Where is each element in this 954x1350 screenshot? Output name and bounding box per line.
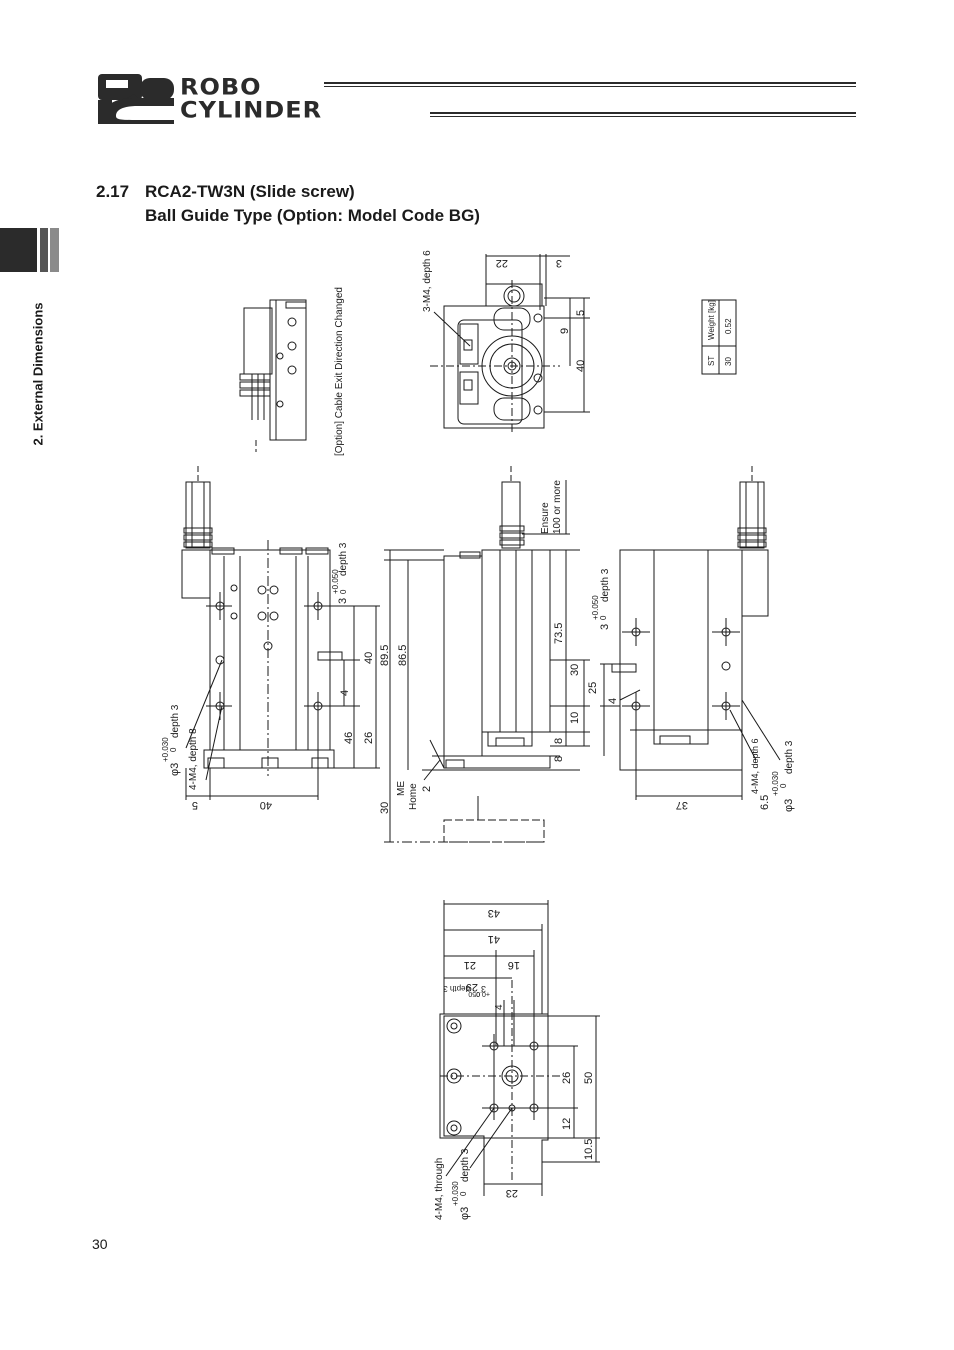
side-view: Ensure 100 or more 73.5 30 10 8 8 ME Hom… — [379, 466, 590, 843]
weight-table: ST Weight [kg] 30 0.52 — [701, 299, 737, 375]
weight-table-cell-st: 30 — [724, 357, 733, 366]
bottom-dim-4: 4 — [494, 1004, 505, 1010]
bottom-view: 43 41 21 16 29 3 +0.050 0 depth 3 4 26 5… — [434, 900, 600, 1220]
bottom-dim-12: 12 — [561, 1118, 573, 1130]
rear-dim-25: 25 — [587, 682, 599, 694]
rear-lower-pin-depth: depth 3 — [784, 740, 795, 774]
front-pin-depth: depth 3 — [338, 542, 349, 576]
bottom-dim-16: 16 — [508, 959, 520, 971]
rear-pin-hole: 3 — [599, 624, 611, 630]
side-dim-30-stroke: 30 — [379, 802, 391, 814]
end-dim-5: 5 — [575, 310, 587, 316]
front-lower-tol-lower: 0 — [169, 747, 178, 752]
header-rule-top — [324, 82, 856, 84]
rear-lower-tol-upper: +0.030 — [771, 771, 780, 796]
rear-tapped-holes: 4-M4, depth 6 — [750, 738, 760, 794]
header-rule-bottom — [430, 112, 856, 114]
side-home: Home — [408, 783, 419, 810]
option-cable-exit-view: [Option] Cable Exit Direction Changed — [239, 287, 345, 456]
rear-dim-6-5: 6.5 — [759, 795, 771, 810]
front-dim-4: 4 — [339, 690, 351, 696]
front-lower-pin-hole: φ3 — [169, 763, 181, 776]
front-dim-46: 46 — [343, 732, 355, 744]
end-view: 22 3 5 9 40 3-M4, depth 6 — [422, 250, 590, 432]
option-cable-exit-note: [Option] Cable Exit Direction Changed — [334, 287, 345, 456]
front-dim-89-5: 89.5 — [379, 645, 391, 666]
bottom-dim-29: 29 — [466, 981, 478, 993]
rear-pin-tol-upper: +0.050 — [591, 595, 600, 620]
bottom-dim-41: 41 — [488, 933, 500, 945]
front-lower-tol-upper: +0.030 — [161, 737, 170, 762]
side-dim-30: 30 — [569, 664, 581, 676]
header-rule-top-thin — [324, 86, 856, 87]
bottom-pin-hole: 3 — [481, 984, 486, 994]
front-dim-26: 26 — [363, 732, 375, 744]
bottom-dim-50: 50 — [583, 1072, 595, 1084]
front-dim-40v: 40 — [363, 652, 375, 664]
side-me: ME — [396, 781, 407, 796]
rear-lower-pin-hole: φ3 — [783, 799, 795, 812]
side-dim-8a: 8 — [553, 738, 565, 744]
front-dim-86-5: 86.5 — [397, 645, 409, 666]
side-dim-73-5: 73.5 — [553, 623, 565, 644]
bottom-lower-tol-lower: 0 — [459, 1191, 468, 1196]
rear-dim-37: 37 — [676, 799, 688, 811]
rear-lower-tol-lower: 0 — [779, 783, 788, 788]
rear-view: 25 4 3 +0.050 0 depth 3 37 4-M4, depth 6… — [587, 466, 795, 812]
side-dim-2: 2 — [421, 786, 433, 792]
end-dim-22: 22 — [496, 257, 508, 269]
bottom-lower-pin-depth: depth 3 — [460, 1148, 471, 1182]
front-dim-40h: 40 — [260, 799, 272, 811]
weight-table-header-weight: Weight [kg] — [707, 300, 716, 340]
end-dim-3: 3 — [556, 257, 562, 269]
bottom-pin-depth: depth 3 — [443, 984, 470, 993]
weight-table-header-st: ST — [707, 356, 716, 366]
rear-dim-4: 4 — [607, 698, 619, 704]
front-dim-5: 5 — [192, 799, 198, 811]
chapter-side-tab — [0, 228, 60, 272]
end-dim-40: 40 — [575, 360, 587, 372]
rear-pin-tol-lower: 0 — [599, 615, 608, 620]
section-title-line1: RCA2-TW3N (Slide screw) — [145, 182, 355, 201]
side-dim-8b: 8 — [553, 756, 565, 762]
weight-table-cell-weight: 0.52 — [724, 318, 733, 334]
bottom-dim-21: 21 — [464, 959, 476, 971]
bottom-dim-43: 43 — [488, 907, 500, 919]
section-title-line2: Ball Guide Type (Option: Model Code BG) — [145, 206, 480, 225]
rc-logo-mark — [98, 74, 174, 124]
end-dim-9: 9 — [559, 328, 571, 334]
side-ensure-line1: Ensure — [540, 502, 551, 534]
end-tapped-holes: 3-M4, depth 6 — [422, 250, 433, 312]
front-view: 40 4 46 26 3 +0.050 0 depth 3 89.5 86.5 … — [161, 466, 444, 811]
rear-pin-depth: depth 3 — [600, 568, 611, 602]
robo-cylinder-logo: ROBO CYLINDER — [96, 74, 866, 126]
bottom-dim-23: 23 — [506, 1187, 518, 1199]
bottom-dim-10-5: 10.5 — [583, 1139, 595, 1160]
bottom-tapped-holes: 4-M4, through — [434, 1158, 445, 1220]
front-tapped-holes: 4-M4, depth 8 — [188, 728, 199, 790]
front-pin-tol-upper: +0.050 — [331, 569, 340, 594]
front-lower-pin-depth: depth 3 — [170, 704, 181, 738]
side-ensure-line2: 100 or more — [552, 480, 563, 534]
side-dim-10: 10 — [569, 712, 581, 724]
bottom-tol-lower: 0 — [476, 990, 480, 997]
bottom-tol-upper: +0.050 — [468, 990, 490, 997]
logo-text-robo: ROBO — [180, 74, 262, 100]
bottom-lower-pin-hole: φ3 — [459, 1207, 471, 1220]
section-number: 2.17 — [96, 182, 130, 201]
page-number: 30 — [92, 1236, 108, 1252]
front-pin-hole: 3 — [337, 598, 349, 604]
front-pin-tol-lower: 0 — [339, 589, 348, 594]
bottom-lower-tol-upper: +0.030 — [451, 1181, 460, 1206]
section-title: 2.17 RCA2-TW3N (Slide screw) Ball Guide T… — [96, 180, 480, 228]
header-rule-bottom-thin — [430, 116, 856, 117]
bottom-dim-26: 26 — [561, 1072, 573, 1084]
logo-text-cylinder: CYLINDER — [180, 97, 323, 123]
